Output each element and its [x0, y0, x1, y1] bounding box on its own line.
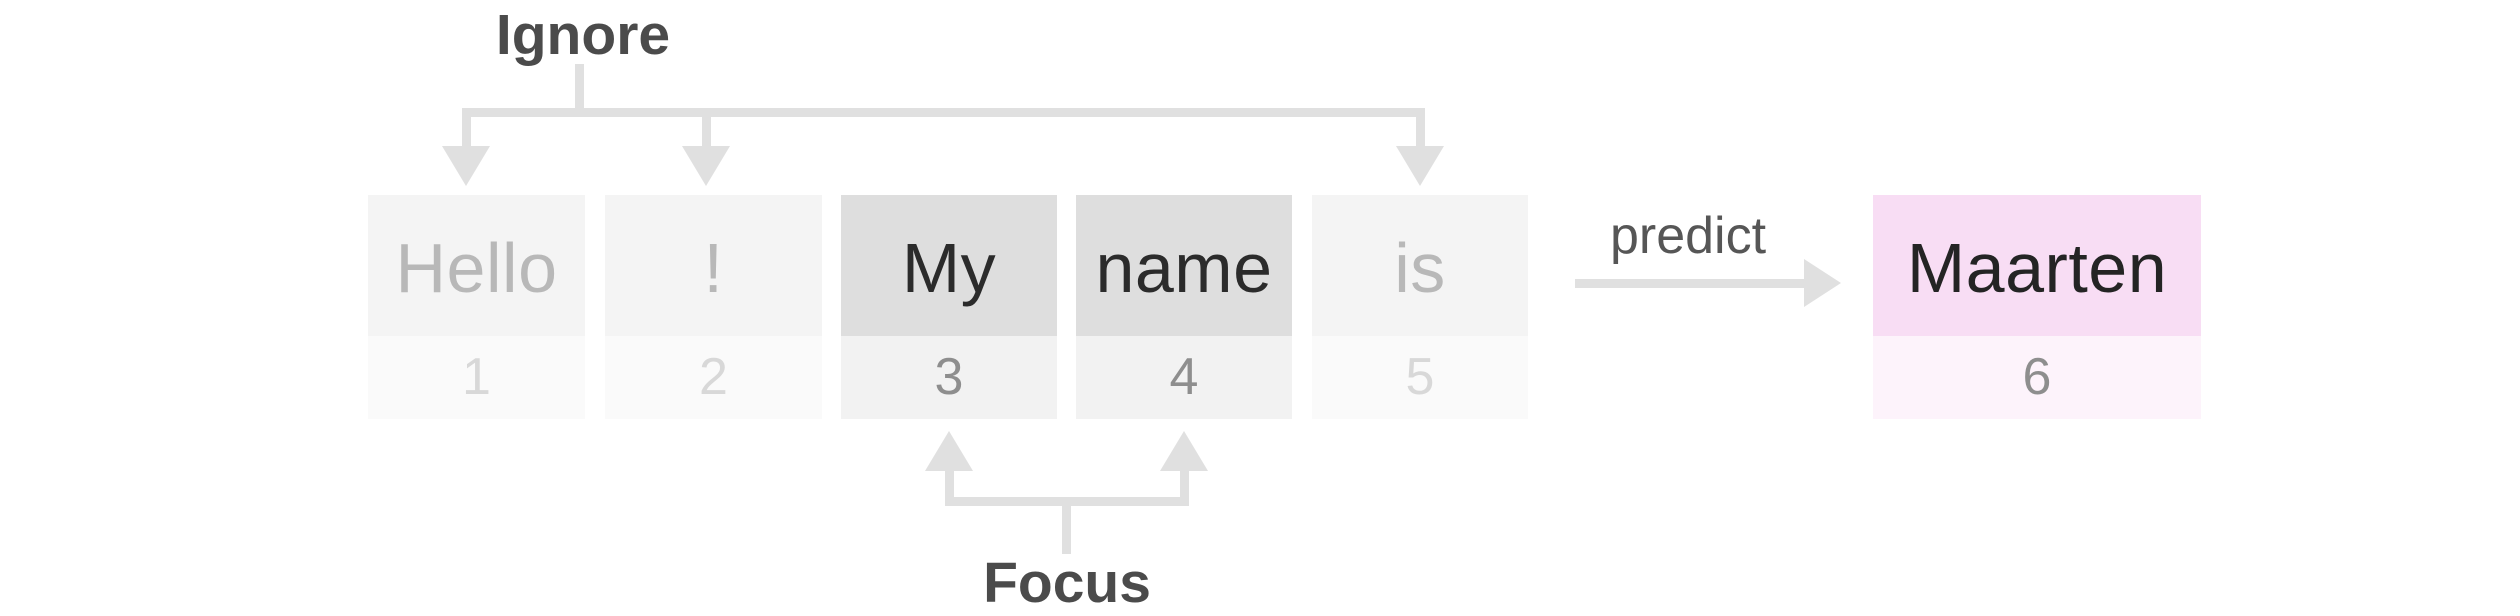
- ignore-arrow-stem-token-5: [1416, 108, 1425, 148]
- token-index: 2: [605, 336, 822, 419]
- right-arrow-icon: [1804, 259, 1841, 307]
- focus-bracket-stem: [1062, 497, 1071, 554]
- token-exclamation: ! 2: [605, 195, 822, 419]
- token-index: 5: [1312, 336, 1528, 419]
- token-word: is: [1312, 195, 1528, 336]
- predict-label: predict: [1609, 207, 1767, 265]
- ignore-label: Ignore: [495, 3, 671, 67]
- focus-arrow-stem-token-3: [945, 469, 954, 506]
- ignore-arrow-stem-token-1: [462, 108, 471, 148]
- token-word: Hello: [368, 195, 585, 336]
- down-arrow-icon: [682, 146, 730, 186]
- token-is: is 5: [1312, 195, 1528, 419]
- focus-arrow-stem-token-4: [1180, 469, 1189, 506]
- down-arrow-icon: [1396, 146, 1444, 186]
- token-word: My: [841, 195, 1057, 336]
- down-arrow-icon: [442, 146, 490, 186]
- ignore-arrow-stem-token-2: [702, 108, 711, 148]
- token-hello: Hello 1: [368, 195, 585, 419]
- token-index: 1: [368, 336, 585, 419]
- up-arrow-icon: [925, 431, 973, 471]
- token-index: 3: [841, 336, 1057, 419]
- token-name: name 4: [1076, 195, 1292, 419]
- token-index: 6: [1873, 336, 2201, 419]
- token-maarten: Maarten 6: [1873, 195, 2201, 419]
- predict-arrow-shaft: [1575, 279, 1807, 288]
- token-word: Maarten: [1873, 195, 2201, 336]
- ignore-bracket-rail: [462, 108, 1425, 117]
- token-my: My 3: [841, 195, 1057, 419]
- token-index: 4: [1076, 336, 1292, 419]
- token-word: name: [1076, 195, 1292, 336]
- ignore-bracket-stem: [575, 64, 584, 117]
- focus-label: Focus: [983, 551, 1151, 615]
- token-word: !: [605, 195, 822, 336]
- up-arrow-icon: [1160, 431, 1208, 471]
